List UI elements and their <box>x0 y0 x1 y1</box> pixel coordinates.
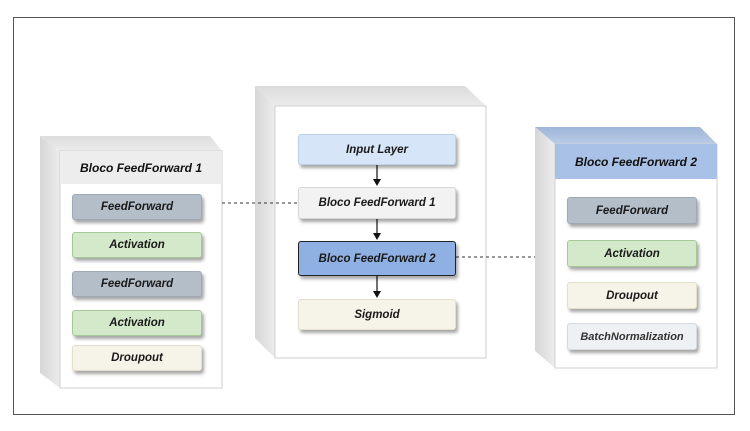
right-feedforward: FeedForward <box>567 197 697 224</box>
center-feedforward-2: Bloco FeedForward 2 <box>298 241 456 276</box>
left-block-title: Bloco FeedForward 1 <box>79 160 203 175</box>
center-sigmoid: Sigmoid <box>298 299 456 330</box>
left-activation-2: Activation <box>72 310 202 336</box>
left-dropout: Droupout <box>72 345 202 371</box>
left-feedforward-1: FeedForward <box>72 194 202 220</box>
center-input-layer: Input Layer <box>298 134 456 165</box>
center-feedforward-1: Bloco FeedForward 1 <box>298 187 456 219</box>
right-block-title: Bloco FeedForward 2 <box>574 154 698 169</box>
left-activation-1: Activation <box>72 232 202 258</box>
flow-arrows <box>373 165 381 298</box>
right-dropout: Droupout <box>567 282 697 309</box>
right-activation: Activation <box>567 240 697 267</box>
right-batchnormalization: BatchNormalization <box>567 323 697 350</box>
left-feedforward-2: FeedForward <box>72 271 202 297</box>
